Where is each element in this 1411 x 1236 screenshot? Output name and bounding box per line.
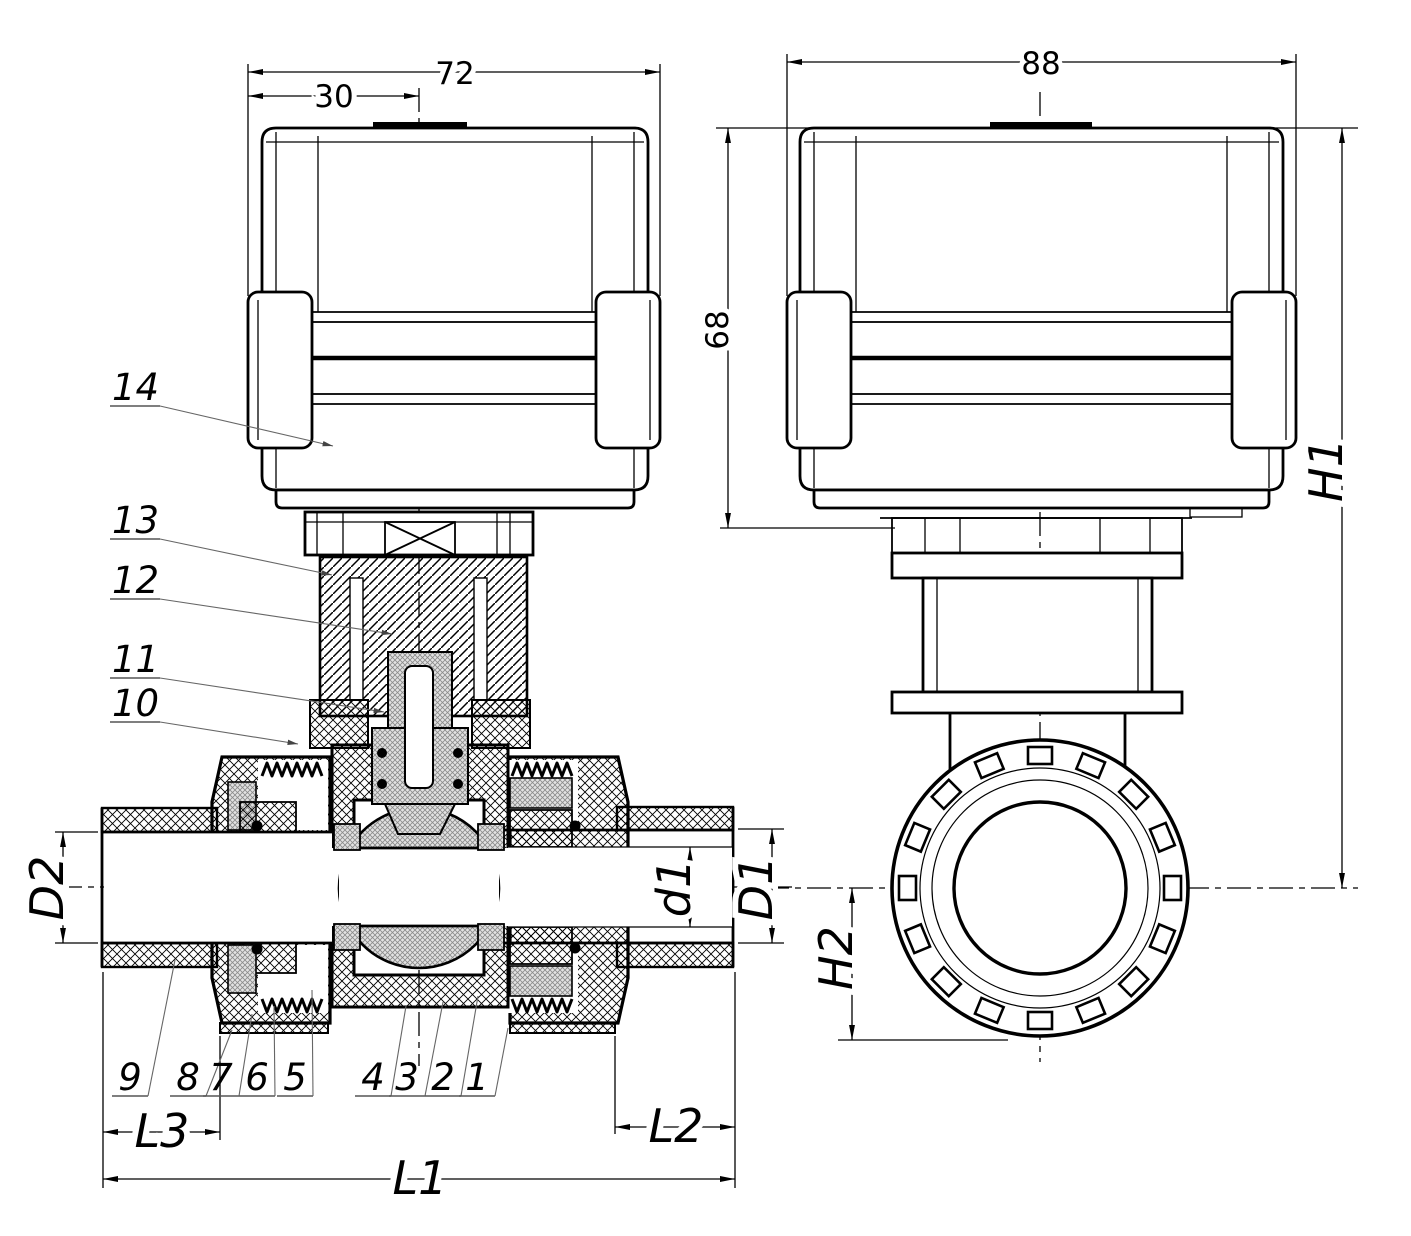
side-view [716,54,1358,1062]
right-port-top-wall [615,805,735,832]
right-seat-bottom [477,923,505,951]
stem-o-ring [377,779,387,789]
side-flange [890,738,1190,1038]
dim-label-d1-inner: d1 [647,859,701,917]
o-ring [251,820,263,832]
dim-label-88: 88 [1021,46,1060,82]
neck-body [921,576,1154,694]
dim-label-30: 30 [314,79,353,115]
right-thread-bottom [510,997,574,1014]
dim-label-l2: L2 [649,1099,704,1153]
stem-o-ring [453,779,463,789]
dim-label-d1-outer: D1 [729,856,783,921]
part-label-2: 2 [431,1056,455,1099]
dim-label-d2: D2 [20,856,74,921]
side-dimensions [720,54,1345,1041]
stem-o-ring [377,748,387,758]
part-label-7: 7 [209,1056,233,1099]
right-gland [471,699,531,749]
right-port-bottom-wall [615,941,735,969]
left-seat-top [333,823,361,851]
right-seat-top [477,823,505,851]
o-ring [251,943,263,955]
stem-assembly [309,651,531,835]
part-label-1: 1 [465,1056,489,1099]
part-label-5: 5 [283,1056,307,1099]
front-view [55,64,792,1188]
part-label-6: 6 [245,1056,269,1099]
front-left-clip [246,290,314,450]
dimension-labels: 72 30 88 68 H1 H2 L1 L2 L3 D2 d1 D1 [14,41,1359,1211]
front-dimensions [55,64,784,1188]
part-callouts: 14 13 12 11 10 9 8 7 6 5 4 3 2 1 [110,366,509,1099]
left-thread-top [260,761,324,778]
part-label-14: 14 [112,366,159,409]
part-label-4: 4 [361,1056,385,1099]
left-pipe-top-wall [100,806,219,834]
coupling-x-symbol [384,521,456,556]
front-right-clip [594,290,662,450]
side-right-clip [1230,290,1298,450]
part-label-3: 3 [395,1056,419,1099]
o-ring [569,820,581,832]
side-neck [880,517,1192,772]
dim-label-l3: L3 [135,1104,190,1158]
stem-slot [404,665,434,789]
cable-tab [1189,507,1243,518]
mount-plate-bottom [890,690,1184,715]
stem-o-ring [453,748,463,758]
ball [337,806,501,970]
side-actuator [785,122,1298,518]
part-label-11: 11 [112,638,159,681]
dim-label-h1: H1 [1299,438,1353,502]
mount-plate-top [890,551,1184,580]
left-seat-bottom [333,923,361,951]
side-left-clip [785,290,853,450]
coupling-plate [303,510,535,557]
dim-label-68: 68 [700,310,736,349]
part-label-12: 12 [112,559,159,602]
part-label-13: 13 [112,499,159,542]
front-actuator [246,122,662,510]
right-nut-lip [509,1022,616,1034]
part-label-9: 9 [118,1056,142,1099]
right-thread-top [510,761,574,778]
dim-label-72: 72 [435,56,474,92]
left-pipe-bottom-wall [100,941,219,969]
left-gland [309,699,369,749]
dim-label-h2: H2 [809,926,863,990]
part-label-10: 10 [112,682,159,725]
part-label-8: 8 [176,1056,200,1099]
flange-notches [897,745,1183,1031]
o-ring [569,942,581,954]
dim-label-l1: L1 [393,1151,448,1205]
